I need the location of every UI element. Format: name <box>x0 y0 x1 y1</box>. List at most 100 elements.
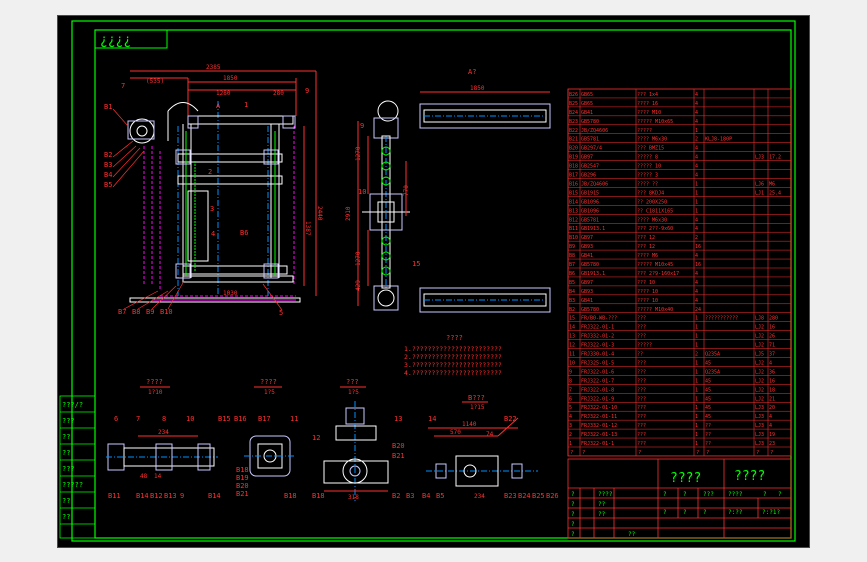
bom-cell: 3 <box>569 423 572 429</box>
bom-cell: 1 <box>695 369 698 375</box>
detail4-dim-234: 234 <box>474 493 485 500</box>
bom-cell: B9 <box>569 244 575 250</box>
tb-cell-4: ? <box>663 509 667 516</box>
d1-label-B11: B11 <box>108 492 121 500</box>
bom-cell: 2 <box>695 352 698 358</box>
bom-cell: 24 <box>695 307 701 313</box>
outer-frame <box>71 20 796 542</box>
notes-title: ???? <box>446 334 463 342</box>
bom-cell: ???? M6x30 <box>637 217 667 223</box>
tb-cell-1: ? <box>663 491 667 498</box>
bom-cell: 2 <box>695 137 698 143</box>
tb-cell-3: ??? <box>703 491 714 498</box>
d2-callout-B15: B15 <box>218 415 231 423</box>
bom-cell: ????? 8 <box>637 155 658 161</box>
bom-cell: 1 <box>695 343 698 349</box>
bom-cell: 4 <box>695 110 698 116</box>
bom-cell: LJ5 <box>755 352 764 358</box>
bom-cell: B5 <box>569 280 575 286</box>
d1-label-B13: B13 <box>164 492 177 500</box>
bom-cell: ?? C1811X165 <box>637 208 673 214</box>
bom-cell: LJ2 <box>755 343 764 349</box>
bom-cell: 1 <box>695 387 698 393</box>
tb-left-3: ? <box>571 511 575 518</box>
d2-label-B19: B19 <box>236 474 249 482</box>
bom-cell: 1 <box>695 325 698 331</box>
bom-cell: GB41 <box>581 253 593 259</box>
bom-cell: 4 <box>695 298 698 304</box>
d4-callout-14: 14 <box>428 415 436 423</box>
left-label-B2: B2 <box>104 151 112 159</box>
d4-label-B5: B5 <box>436 492 444 500</box>
dim-1850: 1850 <box>223 75 238 82</box>
detail-view-3: ??? 1?5 318 13 12 B20 B21 B18 B2 B3 <box>312 378 414 501</box>
front-callout-4: 4 <box>211 230 215 238</box>
bom-cell: 21 <box>769 396 775 402</box>
detail4-dim-74: 74 <box>486 431 494 438</box>
bom-cell: LJ1 <box>755 190 764 196</box>
bom-cell: B13 <box>569 208 578 214</box>
dim-total: 2385 <box>206 64 221 71</box>
strip-8: ?? <box>62 513 70 521</box>
bom-cell: 1 <box>695 396 698 402</box>
bom-cell: 17.2 <box>769 155 781 161</box>
bom-cell: 2 <box>569 432 572 438</box>
bom-cell: GB41 <box>581 298 593 304</box>
front-callout-1: 1 <box>244 101 248 109</box>
bom-cell: B25 <box>569 101 578 107</box>
dim-paren: (535) <box>146 78 164 85</box>
bom-header-cell: ? <box>570 450 573 456</box>
bom-cell: 45 <box>705 387 711 393</box>
bom-cell: GB65 <box>581 92 593 98</box>
bom-cell: GB1913.1 <box>581 271 605 277</box>
bom-cell: KLJ8-180P <box>705 137 732 143</box>
left-label-B4: B4 <box>104 171 112 179</box>
bom-cell: 37 <box>769 352 775 358</box>
bom-cell: 16 <box>695 262 701 268</box>
bom-cell: 11 <box>569 352 575 358</box>
detail1-dim-234: 234 <box>158 429 169 436</box>
cad-viewport[interactable]: ¿¿¿¿ 2385 (535) 1850 1280 280 1387 2440 <box>57 15 810 548</box>
bom-cell: B15 <box>569 190 578 196</box>
tb-cell-6: ? <box>703 509 707 516</box>
note-line-1: 1.??????????????????????? <box>404 345 502 353</box>
tech-notes: ???? 1.??????????????????????? 2.???????… <box>404 334 502 377</box>
detail-view-2: ???? 1?5 B15 B16 B17 11 B18 B19 B20 B21 … <box>218 378 298 500</box>
bom-cell: 45 <box>705 396 711 402</box>
bom-cell: 45 <box>705 378 711 384</box>
bom-cell: 4 <box>769 414 772 420</box>
bom-cell: ????? <box>637 128 652 134</box>
bom-cell: LJ3 <box>755 432 764 438</box>
tb-right-b2: ?:?1? <box>762 509 780 516</box>
bom-cell: B10 <box>569 235 578 241</box>
side-callout-10: 10 <box>358 188 366 196</box>
bom-cell: B24 <box>569 110 578 116</box>
bom-cell: ??? 10 <box>637 280 655 286</box>
front-callout-B6: B6 <box>240 229 248 237</box>
detail-view-1: ???? 1?10 234 48 14 6 7 8 10 B11 B14 B12… <box>106 378 221 500</box>
d1-callout-6: 6 <box>114 415 118 423</box>
bom-cell: ??? 12 <box>637 244 655 250</box>
bom-cell: FRJ322-01-1 <box>581 441 614 447</box>
side-view: A? 1850 1270 2910 770 1270 <box>345 68 551 313</box>
side-dim-2910: 2910 <box>345 206 352 221</box>
bom-cell: ??? <box>637 405 646 411</box>
assembly-drawing: ¿¿¿¿ 2385 (535) 1850 1280 280 1387 2440 <box>59 20 796 542</box>
tb-right-3: ? <box>778 491 782 498</box>
d2-label-B21: B21 <box>236 490 249 498</box>
side-callout-15: 15 <box>412 260 420 268</box>
bom-cell: GB97 <box>581 235 593 241</box>
bom-cell: B2 <box>569 307 575 313</box>
